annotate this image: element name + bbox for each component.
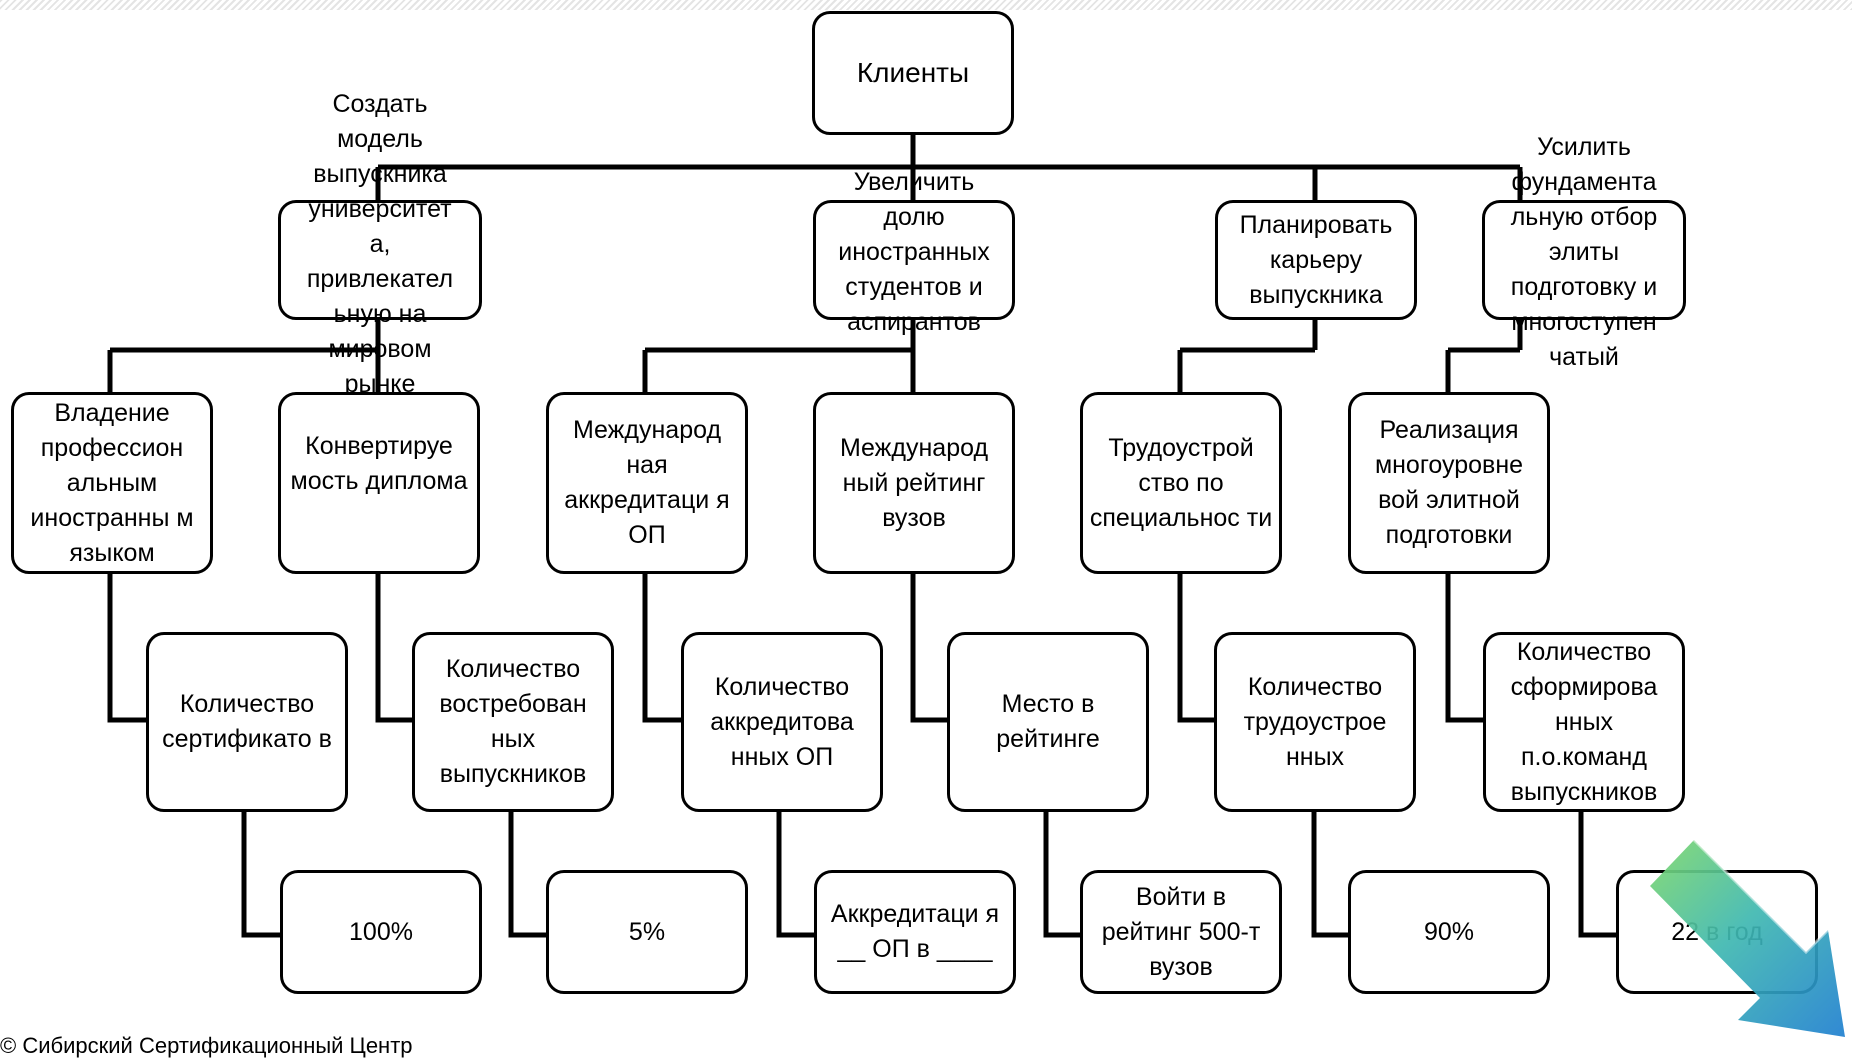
node-goal-4-label: Усилить фундамента льную отбор элиты под… [1510, 132, 1658, 371]
node-indicator-2: Количество востребован ных выпускников [412, 632, 614, 812]
connector-root-bus [378, 133, 1520, 170]
node-indicator-6-label: Количество сформирова нных п.о.команд вы… [1510, 637, 1658, 806]
node-target-1: 100% [280, 870, 482, 994]
connector-crit6-ind6 [1445, 572, 1483, 723]
node-goal-4: Усилить фундамента льную отбор элиты под… [1482, 133, 1686, 371]
node-goal-3: Планировать карьеру выпускника [1215, 200, 1417, 320]
node-root-label: Клиенты [856, 57, 970, 88]
connector-ind1-tgt1 [241, 810, 280, 938]
node-target-3-label: Аккредитаци я __ ОП в ____ [830, 900, 1000, 963]
connector-crit5-ind5 [1177, 572, 1214, 723]
node-indicator-2-label: Количество востребован ных выпускников [439, 655, 587, 788]
node-indicator-6: Количество сформирова нных п.о.команд вы… [1483, 632, 1685, 812]
top-decoration-strip [0, 0, 1852, 10]
connector-goal2-criteria [642, 318, 916, 392]
node-indicator-3-label: Количество аккредитова нных ОП [710, 672, 854, 771]
node-indicator-4: Место в рейтинге [947, 632, 1149, 812]
node-target-5: 90% [1348, 870, 1550, 994]
connector-crit2-ind2 [375, 572, 412, 723]
node-indicator-4-label: Место в рейтинге [996, 690, 1100, 753]
connector-ind2-tgt2 [508, 810, 546, 938]
connector-ind6-tgt6 [1578, 810, 1616, 938]
node-criterion-1-label: Владение профессион альным иностранны м … [30, 398, 194, 567]
node-goal-3-label: Планировать карьеру выпускника [1239, 210, 1393, 309]
node-target-4-label: Войти в рейтинг 500-т вузов [1101, 882, 1261, 981]
node-criterion-1: Владение профессион альным иностранны м … [11, 392, 213, 574]
connector-crit1-ind1 [107, 572, 146, 723]
node-criterion-5-label: Трудоустрой ство по специальнос ти [1089, 433, 1273, 532]
arrow-icon[interactable] [1650, 840, 1852, 1055]
node-target-5-label: 90% [1423, 917, 1475, 946]
footer-copyright: © Сибирский Сертификационный Центр [0, 1033, 413, 1058]
node-criterion-3-label: Международ ная аккредитаци я ОП [564, 416, 730, 549]
node-criterion-6: Реализация многоуровне вой элитной подго… [1348, 392, 1550, 574]
node-criterion-5: Трудоустрой ство по специальнос ти [1080, 392, 1282, 574]
node-criterion-3: Международ ная аккредитаци я ОП [546, 392, 748, 574]
connector-goal4-criteria [1445, 318, 1523, 392]
node-target-1-label: 100% [349, 917, 413, 946]
connector-ind4-tgt4 [1043, 810, 1080, 938]
node-target-2: 5% [546, 870, 748, 994]
node-root: Клиенты [812, 11, 1014, 135]
node-goal-2: Увеличить долю иностранных студентов и а… [813, 168, 1015, 336]
connector-crit3-ind3 [642, 572, 681, 723]
connector-ind3-tgt3 [776, 810, 814, 938]
node-goal-1-label: Создать модель выпускника университет а,… [306, 89, 454, 398]
connector-goal3-criteria [1177, 318, 1318, 392]
connector-crit4-ind4 [910, 572, 947, 723]
node-criterion-2-label: Конвертируе мость диплома [290, 432, 468, 495]
connector-ind5-tgt5 [1311, 810, 1348, 938]
connector-goal1-criteria [107, 318, 381, 392]
node-indicator-1-label: Количество сертификато в [162, 690, 332, 753]
node-indicator-1: Количество сертификато в [146, 632, 348, 812]
node-criterion-6-label: Реализация многоуровне вой элитной подго… [1374, 416, 1524, 549]
node-indicator-5: Количество трудоустрое нных [1214, 632, 1416, 812]
node-target-2-label: 5% [628, 917, 666, 946]
node-indicator-5-label: Количество трудоустрое нных [1243, 672, 1387, 771]
node-goal-1: Создать модель выпускника университет а,… [278, 90, 482, 398]
node-goal-2-label: Увеличить долю иностранных студентов и а… [838, 167, 990, 336]
node-criterion-2: Конвертируе мость диплома [278, 392, 480, 574]
node-criterion-4-label: Международ ный рейтинг вузов [839, 433, 989, 532]
node-indicator-3: Количество аккредитова нных ОП [681, 632, 883, 812]
node-target-4: Войти в рейтинг 500-т вузов [1080, 870, 1282, 994]
node-target-3: Аккредитаци я __ ОП в ____ [814, 870, 1016, 994]
node-criterion-4: Международ ный рейтинг вузов [813, 392, 1015, 574]
